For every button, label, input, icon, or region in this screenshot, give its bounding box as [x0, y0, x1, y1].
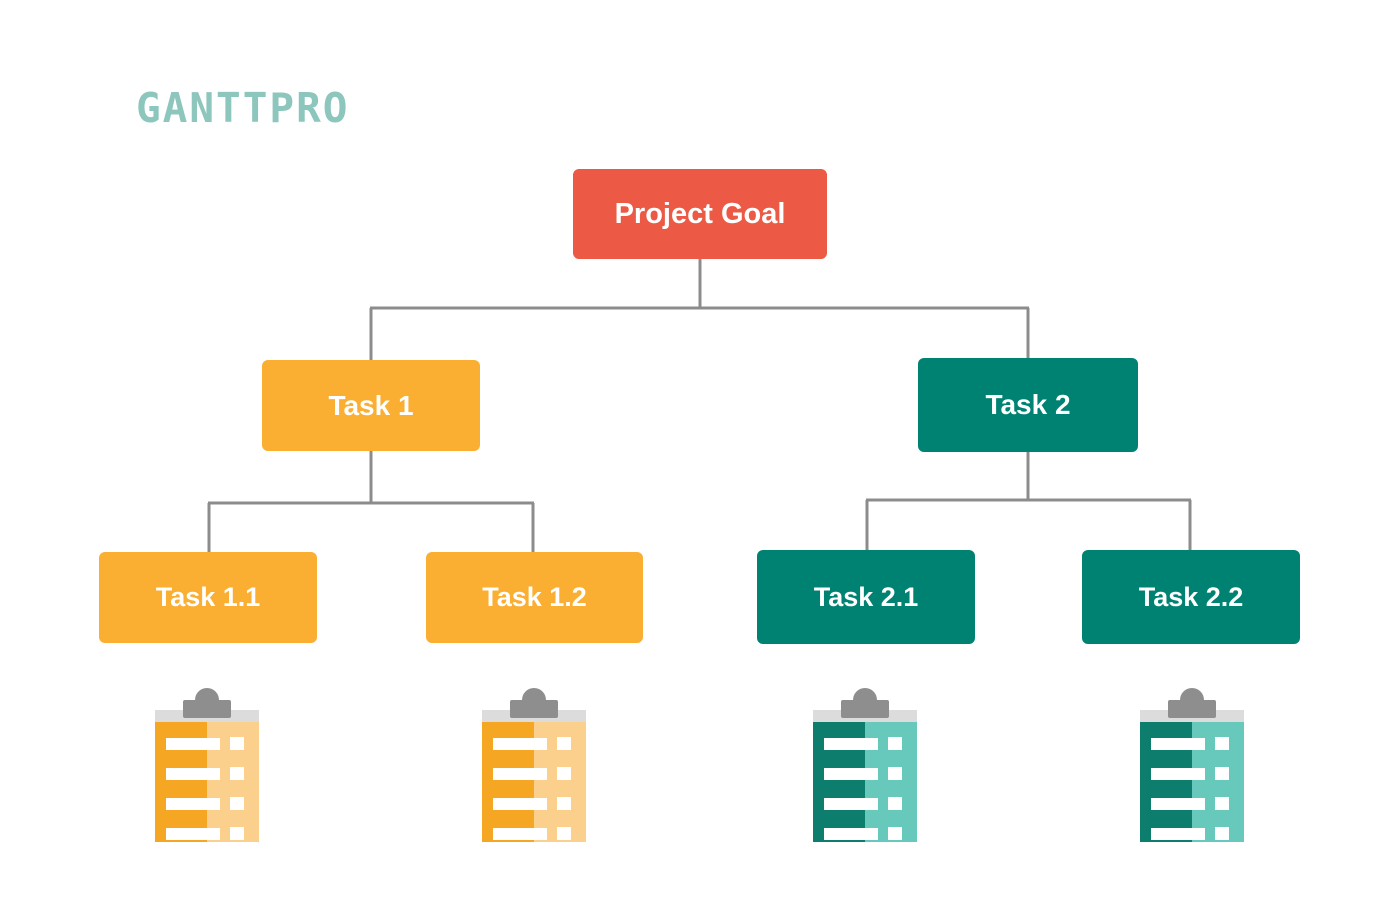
clipboard-row-checkbox — [557, 767, 571, 780]
clipboard-row-checkbox — [230, 767, 244, 780]
node-task-1-2[interactable]: Task 1.2 — [426, 552, 643, 643]
clipboard-clip-top — [522, 688, 546, 712]
clipboard-row-checkbox — [888, 767, 902, 780]
clipboard-row-line — [1151, 768, 1205, 780]
clipboard-rows — [813, 718, 917, 842]
node-task-2-1[interactable]: Task 2.1 — [757, 550, 975, 644]
clipboard-rows — [1140, 718, 1244, 842]
clipboard-row-line — [824, 768, 878, 780]
node-task-2[interactable]: Task 2 — [918, 358, 1138, 452]
clipboard-row-line — [493, 798, 547, 810]
clipboard-row-line — [1151, 828, 1205, 840]
clipboard-icon — [155, 688, 259, 842]
clipboard-row-line — [493, 768, 547, 780]
clipboard-row-checkbox — [557, 737, 571, 750]
clipboard-row-line — [1151, 738, 1205, 750]
clipboard-row-checkbox — [230, 797, 244, 810]
clipboard-row-line — [166, 798, 220, 810]
clipboard-rows — [155, 718, 259, 842]
clipboard-row-checkbox — [1215, 767, 1229, 780]
clipboard-clip-top — [195, 688, 219, 712]
ganttpro-logo: GANTTPRO — [136, 84, 350, 132]
clipboard-row-line — [493, 828, 547, 840]
clipboard-row-checkbox — [1215, 827, 1229, 840]
clipboard-row-line — [1151, 798, 1205, 810]
clipboard-row-checkbox — [1215, 797, 1229, 810]
clipboard-row-checkbox — [557, 827, 571, 840]
clipboard-icon — [482, 688, 586, 842]
node-project-goal[interactable]: Project Goal — [573, 169, 827, 259]
node-task-1-1[interactable]: Task 1.1 — [99, 552, 317, 643]
clipboard-row-checkbox — [888, 797, 902, 810]
clipboard-row-line — [493, 738, 547, 750]
node-task-2-2[interactable]: Task 2.2 — [1082, 550, 1300, 644]
clipboard-icon — [813, 688, 917, 842]
clipboard-row-checkbox — [230, 737, 244, 750]
clipboard-row-checkbox — [1215, 737, 1229, 750]
clipboard-row-line — [824, 828, 878, 840]
clipboard-row-checkbox — [888, 827, 902, 840]
clipboard-clip-top — [853, 688, 877, 712]
clipboard-clip-top — [1180, 688, 1204, 712]
clipboard-icon — [1140, 688, 1244, 842]
clipboard-row-checkbox — [230, 827, 244, 840]
node-task-1[interactable]: Task 1 — [262, 360, 480, 451]
clipboard-rows — [482, 718, 586, 842]
clipboard-row-checkbox — [888, 737, 902, 750]
clipboard-row-line — [166, 738, 220, 750]
clipboard-row-line — [824, 798, 878, 810]
clipboard-row-line — [166, 828, 220, 840]
clipboard-row-line — [824, 738, 878, 750]
clipboard-row-checkbox — [557, 797, 571, 810]
clipboard-row-line — [166, 768, 220, 780]
